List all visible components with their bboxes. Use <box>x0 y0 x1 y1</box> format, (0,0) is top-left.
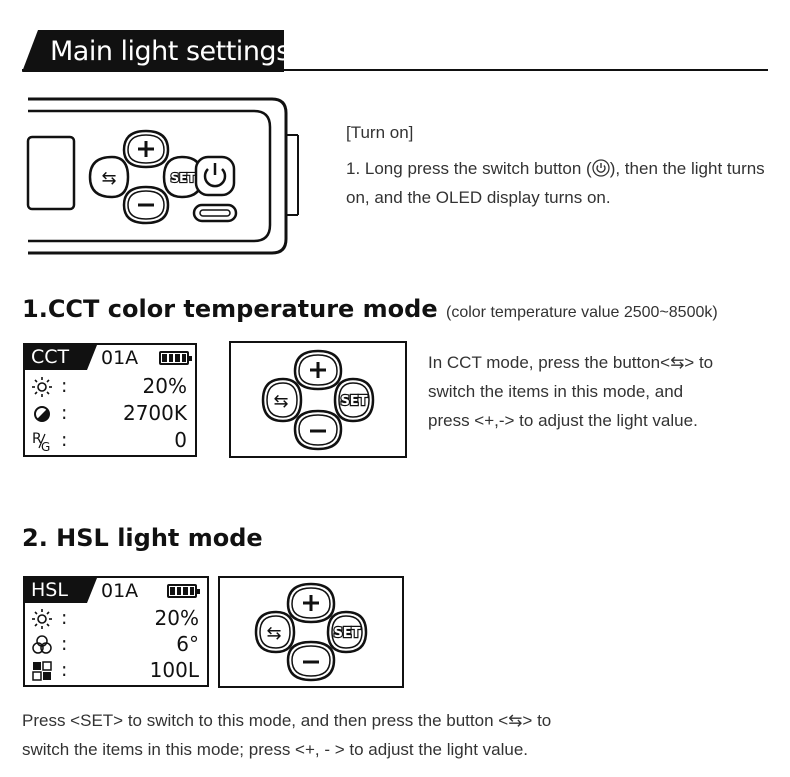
oled-colon: : <box>61 633 68 655</box>
minus-button[interactable] <box>293 409 343 451</box>
minus-button[interactable] <box>286 640 336 682</box>
hsl-button-pad: ⇆ SET <box>218 576 404 688</box>
cct-button-pad: ⇆ SET <box>229 341 407 458</box>
brightness-value: 20% <box>154 606 199 630</box>
switch-button[interactable]: ⇆ <box>261 377 303 423</box>
cct-description-line: switch the items in this mode, and <box>428 382 684 401</box>
svg-text:R: R <box>32 431 42 447</box>
header-divider <box>22 69 768 71</box>
cct-title: 1.CCT color temperature mode <box>22 295 438 323</box>
cct-description-line: In CCT mode, press the button<⇆> to <box>428 353 714 372</box>
battery-icon <box>167 584 200 598</box>
oled-colon: : <box>61 607 68 629</box>
hue-icon <box>32 635 52 654</box>
set-button[interactable]: SET <box>326 610 368 654</box>
plus-button[interactable] <box>122 129 170 169</box>
oled-colon: : <box>61 659 68 681</box>
saturation-icon <box>32 661 52 681</box>
svg-text:⇆: ⇆ <box>101 168 116 189</box>
oled-colon: : <box>61 402 68 424</box>
plus-button[interactable] <box>286 582 336 624</box>
cct-subtitle: (color temperature value 2500~8500k) <box>445 304 718 321</box>
cct-description-line: press <+,-> to adjust the light value. <box>428 411 698 430</box>
svg-text:⇆: ⇆ <box>273 391 288 412</box>
oled-row-saturation: : 100L <box>25 657 207 683</box>
switch-button[interactable]: ⇆ <box>254 610 296 654</box>
oled-colon: : <box>61 429 68 451</box>
hsl-oled-display: HSL 01A : 20% : 6° : <box>23 576 209 687</box>
svg-text:⇆: ⇆ <box>266 623 281 644</box>
svg-text:SET: SET <box>170 171 196 185</box>
brightness-icon <box>32 377 52 397</box>
slider-button[interactable] <box>192 203 238 223</box>
oled-mode-label: CCT <box>25 345 97 370</box>
cct-section-title: 1.CCT color temperature mode (color temp… <box>22 295 718 323</box>
color-temperature-icon <box>34 406 50 422</box>
cct-oled-display: CCT 01A : 20% : 2700K R G : 0 <box>23 343 197 457</box>
power-icon <box>592 159 610 177</box>
svg-text:SET: SET <box>333 626 360 641</box>
svg-text:G: G <box>41 440 50 452</box>
color-temperature-value: 2700K <box>122 401 187 425</box>
brightness-icon <box>32 609 52 629</box>
device-illustration: ⇆ SET <box>24 95 304 257</box>
header-tab <box>22 30 284 72</box>
hsl-description: Press <SET> to switch to this mode, and … <box>22 706 782 764</box>
plus-button[interactable] <box>293 349 343 391</box>
oled-row-color-temperature: : 2700K <box>25 400 195 426</box>
switch-button[interactable]: ⇆ <box>88 155 130 199</box>
hsl-section-title: 2. HSL light mode <box>22 524 263 552</box>
hsl-description-line: switch the items in this mode; press <+,… <box>22 740 528 759</box>
svg-text:SET: SET <box>340 394 367 409</box>
oled-colon: : <box>61 375 68 397</box>
oled-channel: 01A <box>101 580 139 602</box>
hsl-description-line: Press <SET> to switch to this mode, and … <box>22 711 552 730</box>
minus-button[interactable] <box>122 185 170 225</box>
battery-icon <box>159 351 192 365</box>
brightness-value: 20% <box>142 374 187 398</box>
rg-value: 0 <box>174 428 187 452</box>
rg-icon: R G <box>32 431 50 452</box>
turn-on-instructions: 1. Long press the switch button ( ), the… <box>346 154 766 212</box>
page-title: Main light settings <box>50 36 290 67</box>
turn-on-text-part1: 1. Long press the switch button ( <box>346 159 592 178</box>
oled-row-hue: : 6° <box>25 631 207 657</box>
oled-row-brightness: : 20% <box>25 605 207 631</box>
cct-description: In CCT mode, press the button<⇆> to swit… <box>428 348 773 435</box>
saturation-value: 100L <box>149 658 199 682</box>
set-button[interactable]: SET <box>333 377 375 423</box>
oled-channel: 01A <box>101 347 139 369</box>
hue-value: 6° <box>176 632 199 656</box>
turn-on-heading: [Turn on] <box>346 123 414 142</box>
power-button[interactable] <box>194 155 236 197</box>
oled-row-brightness: : 20% <box>25 373 195 399</box>
oled-mode-label: HSL <box>25 578 97 603</box>
turn-on-text-part2: ), then the light turns on, and the OLED… <box>346 159 765 207</box>
oled-row-rg: R G : 0 <box>25 427 195 453</box>
